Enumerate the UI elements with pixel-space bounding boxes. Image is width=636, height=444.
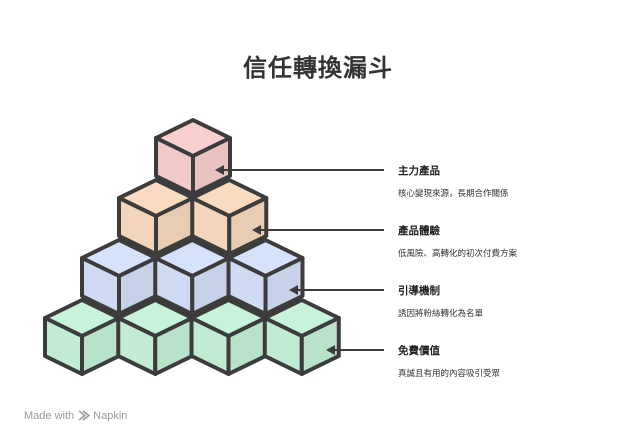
tier-label-product-experience: 產品體驗 <box>398 225 440 237</box>
pointer-arrow-2 <box>289 285 384 295</box>
cube-tier-2-1 <box>153 238 232 316</box>
cube-tier-0-0 <box>154 118 232 196</box>
page-title: 信任轉換漏斗 <box>243 54 393 82</box>
tier-desc-product-experience: 低風險、高轉化的初次付費方案 <box>398 249 518 259</box>
tier-desc-main-product: 核心變現來源，長期合作關係 <box>398 189 509 199</box>
cube-tier-1-1 <box>190 178 269 256</box>
tier-label-main-product: 主力產品 <box>398 165 440 177</box>
footer-credit: Made with Napkin <box>24 409 127 422</box>
footer-made-with: Made with <box>24 409 75 422</box>
cube-tier-2-2 <box>226 238 305 316</box>
pointer-arrow-0 <box>215 165 384 175</box>
pointer-arrow-3 <box>326 345 384 355</box>
cube-tier-3-3 <box>262 298 341 376</box>
footer-brand: Napkin <box>93 409 128 422</box>
pointer-arrow-1 <box>252 225 384 235</box>
tier-desc-free-value: 真誠且有用的內容吸引受眾 <box>398 369 501 379</box>
napkin-logo-icon <box>78 410 90 421</box>
tier-label-free-value: 免費價值 <box>398 345 440 357</box>
cube-tier-1-0 <box>117 178 195 256</box>
tier-label-guidance: 引導機制 <box>398 285 440 297</box>
cube-tier-3-0 <box>43 298 121 376</box>
cube-tier-2-0 <box>80 238 158 316</box>
cube-tier-3-2 <box>189 298 268 376</box>
tier-desc-guidance: 誘因將粉絲轉化為名單 <box>398 309 484 319</box>
